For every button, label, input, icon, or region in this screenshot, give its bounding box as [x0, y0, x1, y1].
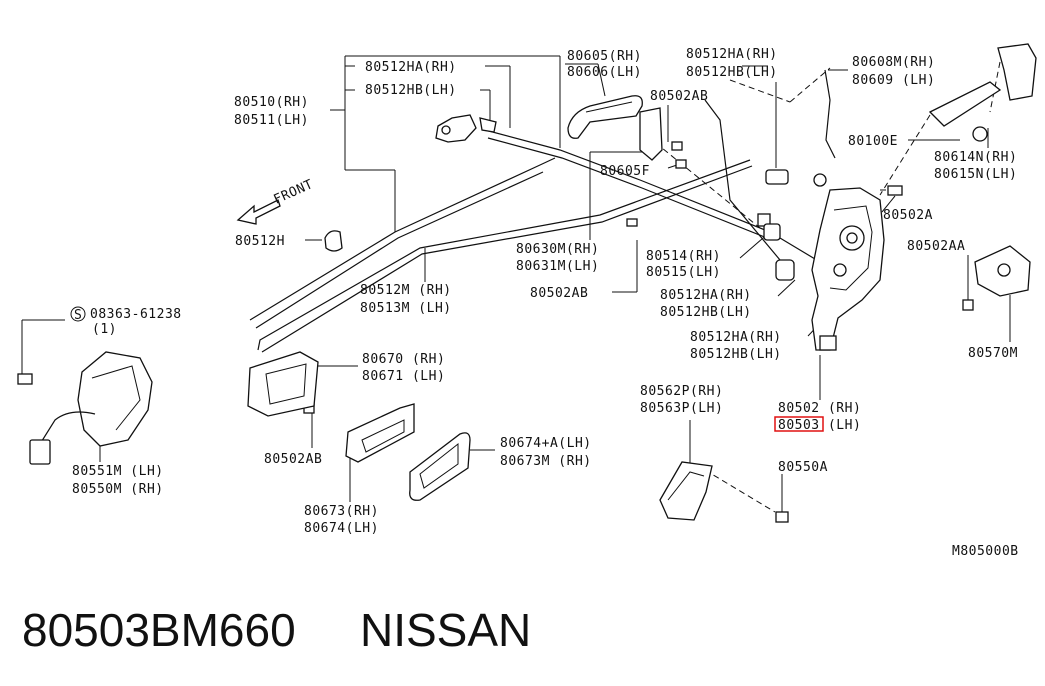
label-80502-rh: 80502 (RH)	[778, 401, 861, 416]
label-80550-rh: 80550M (RH)	[72, 482, 164, 497]
label-80503-lh: 80503 (LH)	[778, 418, 861, 433]
label-80512ha-mid-rh: 80512HA(RH)	[660, 288, 752, 303]
label-80562-rh: 80562P(RH)	[640, 384, 723, 399]
label-80570m: 80570M	[968, 346, 1018, 361]
label-80502ab-top: 80502AB	[650, 89, 708, 104]
label-80674-lh: 80674+A(LH)	[500, 436, 592, 451]
label-80502aa: 80502AA	[907, 239, 965, 254]
label-80614-rh: 80614N(RH)	[934, 150, 1017, 165]
label-80512ha-mid-lh: 80512HB(LH)	[660, 305, 752, 320]
label-80510-rh: 80510(RH)	[234, 95, 309, 110]
label-80551-lh: 80551M (LH)	[72, 464, 164, 479]
outside-handle-part	[567, 95, 663, 161]
label-80605-rh: 80605(RH)	[567, 49, 642, 64]
label-80502a: 80502A	[883, 208, 933, 223]
label-80512ha-top-lh: 80512HB(LH)	[686, 65, 778, 80]
label-80512ha-low-lh: 80512HB(LH)	[690, 347, 782, 362]
rods	[249, 69, 836, 353]
label-80512m-lh: 80513M (LH)	[360, 301, 452, 316]
label-80674-lh-low: 80674(LH)	[304, 521, 379, 536]
lock-bracket-part	[659, 461, 713, 521]
label-80502ab-mid: 80502AB	[530, 286, 588, 301]
highlight-box	[774, 416, 824, 432]
label-80514-lh: 80515(LH)	[646, 265, 721, 280]
inside-handle-part	[247, 351, 319, 417]
label-80562-lh: 80563P(LH)	[640, 401, 723, 416]
part-number-caption: 80503BM660	[22, 604, 296, 656]
label-80514-rh: 80514(RH)	[646, 249, 721, 264]
front-arrow-icon	[236, 199, 281, 225]
label-80670-rh: 80670 (RH)	[362, 352, 445, 367]
label-80673-rh: 80673(RH)	[304, 504, 379, 519]
label-80608-lh: 80609 (LH)	[852, 73, 935, 88]
label-80512m-rh: 80512M (RH)	[360, 283, 452, 298]
label-80512ha-top-rh: 80512HA(RH)	[686, 47, 778, 62]
escutcheon-part	[345, 403, 415, 463]
label-08363-qty: (1)	[92, 322, 117, 337]
door-lock-assembly-part	[811, 187, 885, 351]
label-80100e: 80100E	[848, 134, 898, 149]
label-80512ha-left: 80512HA(RH)	[365, 60, 457, 75]
label-80510-lh: 80511(LH)	[234, 113, 309, 128]
bushings	[757, 169, 827, 281]
label-80512hb-left: 80512HB(LH)	[365, 83, 457, 98]
striker-part	[974, 245, 1031, 297]
standard-part-symbol: S	[70, 306, 86, 323]
label-80630-lh: 80631M(LH)	[516, 259, 599, 274]
svg-text:S: S	[74, 308, 82, 323]
label-80614-lh: 80615N(LH)	[934, 167, 1017, 182]
label-80673m-rh: 80673M (RH)	[500, 454, 592, 469]
lock-motor-part	[29, 351, 153, 465]
handle-bracket-part	[435, 114, 497, 143]
label-80512h: 80512H	[235, 234, 285, 249]
label-80502ab-low: 80502AB	[264, 452, 322, 467]
label-80550a: 80550A	[778, 460, 828, 475]
bezel-part	[409, 432, 471, 501]
front-label: FRONT	[272, 177, 316, 208]
label-80630-rh: 80630M(RH)	[516, 242, 599, 257]
label-08363: 08363-61238	[90, 307, 182, 322]
label-80608-rh: 80608M(RH)	[852, 55, 935, 70]
handle-cover-part	[928, 43, 1037, 142]
rod-clip-part	[324, 230, 343, 252]
label-80670-lh: 80671 (LH)	[362, 369, 445, 384]
label-80605f: 80605F	[600, 164, 650, 179]
screws	[17, 141, 974, 523]
label-80512ha-low-rh: 80512HA(RH)	[690, 330, 782, 345]
reference-code: M805000B	[952, 544, 1019, 559]
brand-caption: NISSAN	[360, 604, 531, 656]
label-80605-lh: 80606(LH)	[567, 65, 642, 80]
